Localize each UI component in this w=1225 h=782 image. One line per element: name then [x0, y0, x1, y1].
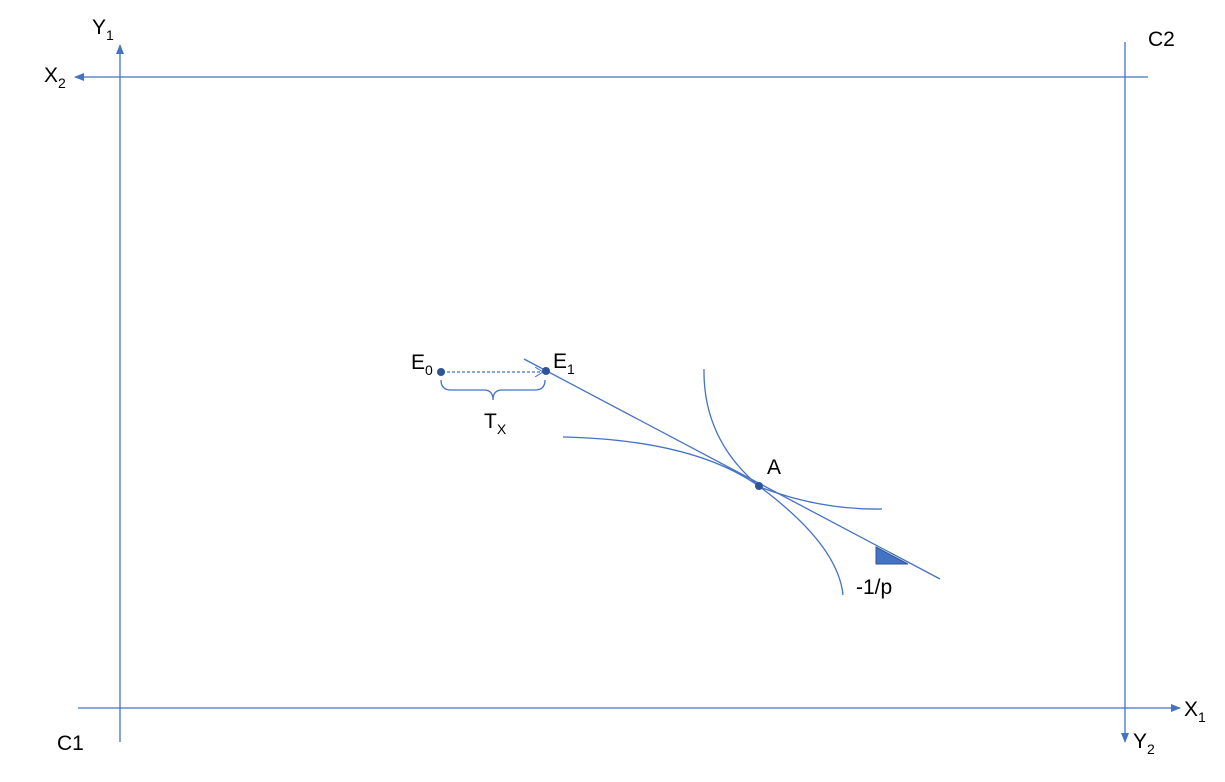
slope-label: -1/p — [856, 576, 892, 599]
y2-axis-label: Y2 — [1133, 730, 1155, 757]
point-e0 — [437, 368, 445, 376]
point-e1-label: E1 — [553, 350, 575, 377]
translation-label: TX — [484, 410, 507, 437]
indifference-curve-1 — [562, 436, 883, 510]
corner-label-c1: C1 — [57, 732, 84, 755]
price-line — [523, 358, 941, 580]
point-e0-label: E0 — [411, 351, 433, 378]
translation-brace — [440, 379, 546, 401]
indifference-curve-2 — [703, 368, 844, 596]
corner-label-c2: C2 — [1148, 28, 1175, 51]
point-a — [755, 482, 763, 490]
slope-triangle — [875, 546, 909, 565]
x1-axis-label: X1 — [1184, 698, 1206, 725]
x2-axis-label: X2 — [44, 64, 66, 91]
point-a-label: A — [767, 456, 781, 479]
point-e1 — [542, 367, 550, 375]
y1-axis-label: Y1 — [92, 16, 114, 43]
